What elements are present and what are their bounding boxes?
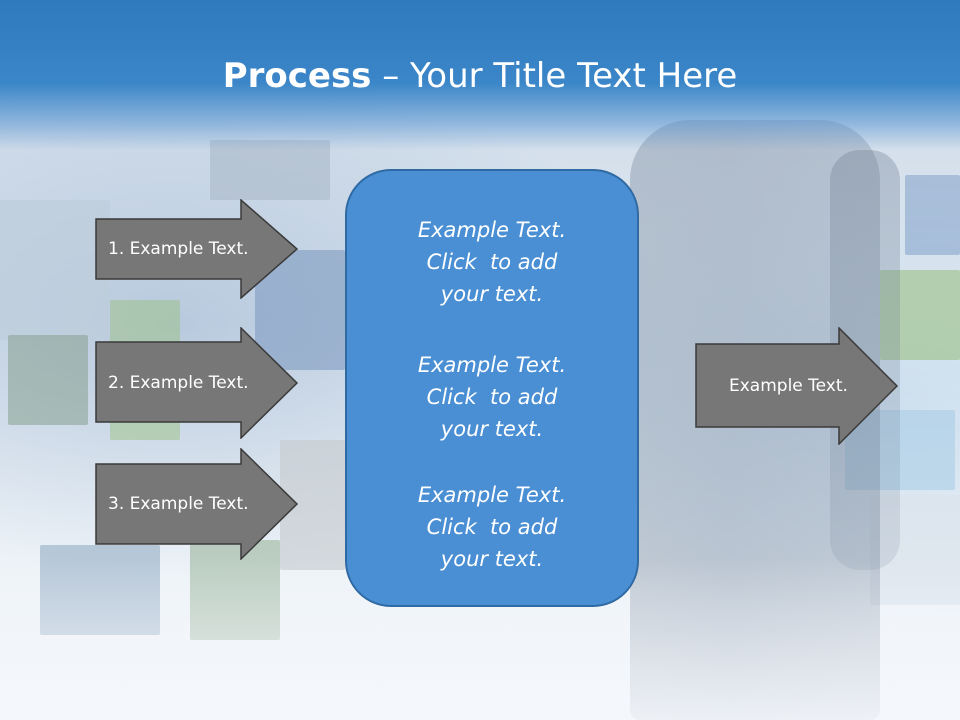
- background-screen-panel: [905, 175, 960, 255]
- center-text-line: your text.: [440, 417, 544, 441]
- arrow-shape: [95, 448, 299, 560]
- title-band: [0, 0, 960, 150]
- background-screen-panel: [210, 140, 330, 200]
- center-text-line: Example Text.: [417, 218, 567, 242]
- left-arrow-2[interactable]: 2. Example Text.: [95, 327, 299, 439]
- center-text-line: Click to add: [426, 385, 558, 409]
- center-text-line: Example Text.: [417, 353, 567, 377]
- title-bold-text: Process: [222, 56, 372, 96]
- background-screen-panel: [0, 200, 110, 340]
- arrow-shape: [95, 199, 299, 299]
- arrow-label: 3. Example Text.: [108, 494, 249, 514]
- background-screen-panel: [8, 335, 88, 425]
- center-text-line: your text.: [440, 547, 544, 571]
- arrow-shape: [695, 327, 899, 445]
- center-text-block-2: Example Text. Click to add your text.: [347, 349, 637, 445]
- arrow-label: 1. Example Text.: [108, 239, 249, 259]
- background-screen-panel: [845, 410, 955, 490]
- left-arrow-3[interactable]: 3. Example Text.: [95, 448, 299, 560]
- center-text-line: Click to add: [426, 250, 558, 274]
- arrow-label: Example Text.: [729, 376, 848, 396]
- center-text-block-1: Example Text. Click to add your text.: [347, 214, 637, 310]
- left-arrow-1[interactable]: 1. Example Text.: [95, 199, 299, 299]
- center-text-box[interactable]: Example Text. Click to add your text. Ex…: [345, 169, 639, 607]
- center-text-block-3: Example Text. Click to add your text.: [347, 479, 637, 575]
- title-rest-text: – Your Title Text Here: [371, 56, 738, 96]
- center-text-line: Example Text.: [417, 483, 567, 507]
- center-text-line: your text.: [440, 282, 544, 306]
- arrow-label: 2. Example Text.: [108, 373, 249, 393]
- center-text-line: Click to add: [426, 515, 558, 539]
- arrow-shape: [95, 327, 299, 439]
- right-arrow[interactable]: Example Text.: [695, 327, 899, 445]
- background-screen-panel: [880, 270, 960, 360]
- slide-title[interactable]: Process – Your Title Text Here: [0, 54, 960, 98]
